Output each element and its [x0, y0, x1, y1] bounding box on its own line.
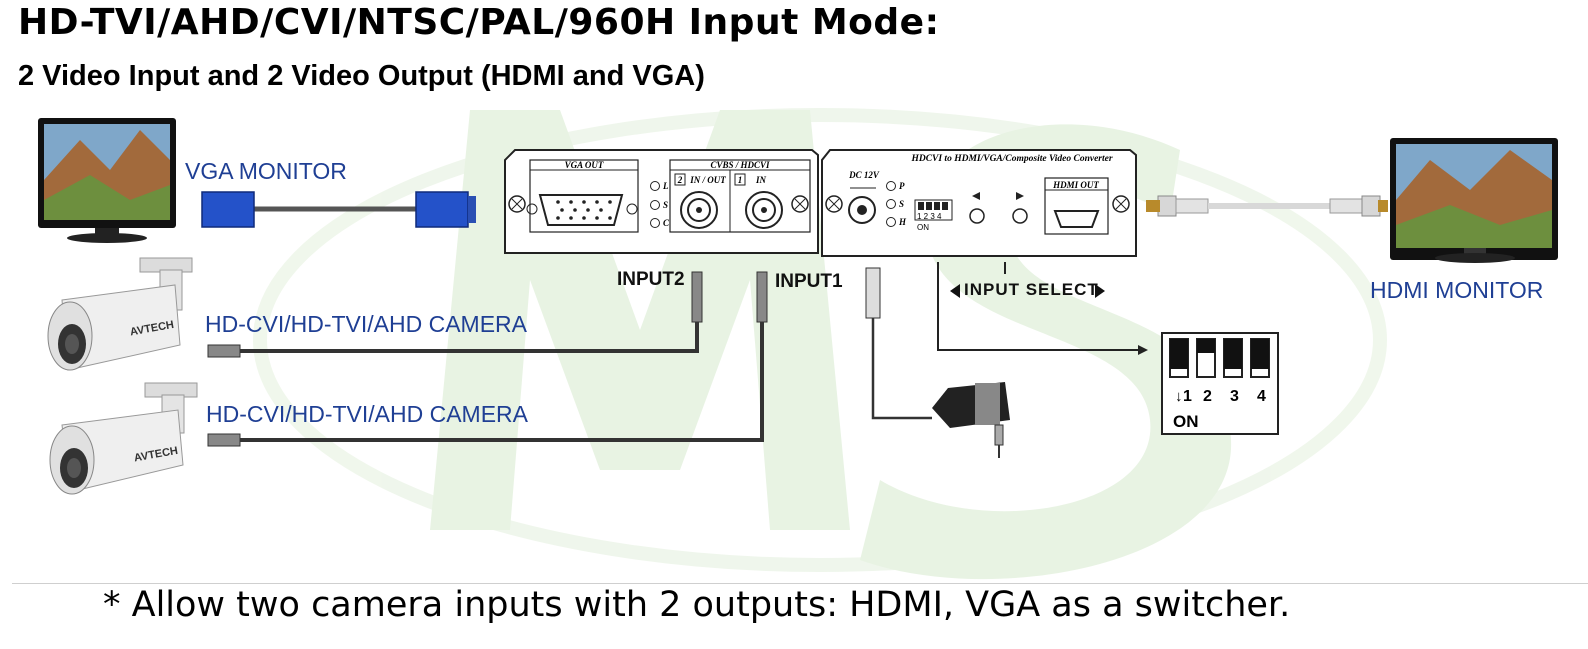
dip-number-3: 3: [1230, 388, 1239, 405]
dip-down-arrow-icon: ↓: [1175, 388, 1183, 405]
led-s2-label: S: [899, 199, 904, 209]
dip-number-4: 4: [1257, 388, 1266, 405]
input1-label: INPUT1: [775, 271, 843, 292]
dip-switch-zoom: ↓ 1 2 3 4 ON: [1161, 332, 1279, 435]
vga-cable: [201, 191, 476, 228]
dip-mini-on: ON: [917, 223, 929, 232]
input2-label: INPUT2: [617, 269, 685, 290]
dip-mini-numbers: 1 2 3 4: [917, 212, 942, 221]
footnote: * Allow two camera inputs with 2 outputs…: [103, 585, 1291, 625]
input-select-label: INPUT SELECT: [964, 280, 1099, 299]
vga-monitor-label: VGA MONITOR: [185, 158, 347, 184]
dc-12v-label: DC 12V: [848, 170, 880, 180]
port2-number: 2: [677, 175, 683, 185]
device-title: HDCVI to HDMI/VGA/Composite Video Conver…: [910, 154, 1112, 164]
power-adapter: [865, 267, 1010, 458]
select-left-arrow-icon: [950, 284, 960, 298]
camera-1-icon: AVTECH: [47, 257, 193, 371]
vga-out-label: VGA OUT: [565, 160, 604, 170]
arrow-head-icon: [1138, 345, 1148, 355]
camera-cables: [238, 320, 764, 442]
connection-diagram: VGA OUT CVBS / HDCVI 2 IN / OUT 1 IN L S…: [38, 108, 1558, 580]
led-c-label: C: [663, 218, 670, 228]
led-l-label: L: [662, 181, 669, 191]
page-title: HD-TVI/AHD/CVI/NTSC/PAL/960H Input Mode:: [18, 2, 940, 43]
led-s-label: S: [663, 200, 668, 210]
dip-on-label: ON: [1173, 412, 1199, 431]
input-select-pointers: [937, 262, 1138, 351]
port1-label: IN: [755, 175, 767, 185]
select-right-arrow-icon: [1095, 284, 1105, 298]
dip-number-1: 1: [1183, 388, 1192, 405]
converter-rear-panel: VGA OUT CVBS / HDCVI 2 IN / OUT 1 IN L S…: [504, 149, 819, 254]
footer-divider: [12, 583, 1588, 584]
led-p-label: P: [899, 181, 905, 191]
camera-1-label: HD-CVI/HD-TVI/AHD CAMERA: [205, 311, 528, 337]
page-subtitle: 2 Video Input and 2 Video Output (HDMI a…: [18, 60, 705, 92]
hdmi-out-label: HDMI OUT: [1052, 180, 1099, 190]
bnc-connectors: [207, 271, 768, 447]
vga-monitor-icon: [38, 118, 176, 243]
converter-front-panel: DC 12V P S H 1 2 3 4 ON HDMI OUT HDCVI t…: [821, 149, 1137, 257]
port1-number: 1: [738, 175, 743, 185]
hdmi-cable: [1146, 195, 1388, 217]
hdmi-monitor-label: HDMI MONITOR: [1370, 277, 1544, 303]
hdmi-monitor-icon: [1390, 138, 1558, 263]
camera-2-icon: AVTECH: [49, 382, 198, 495]
led-h-label: H: [898, 217, 907, 227]
cvbs-hdcvi-label: CVBS / HDCVI: [710, 160, 770, 170]
camera-2-label: HD-CVI/HD-TVI/AHD CAMERA: [206, 401, 529, 427]
dip-number-2: 2: [1203, 388, 1212, 405]
port2-label: IN / OUT: [689, 175, 726, 185]
